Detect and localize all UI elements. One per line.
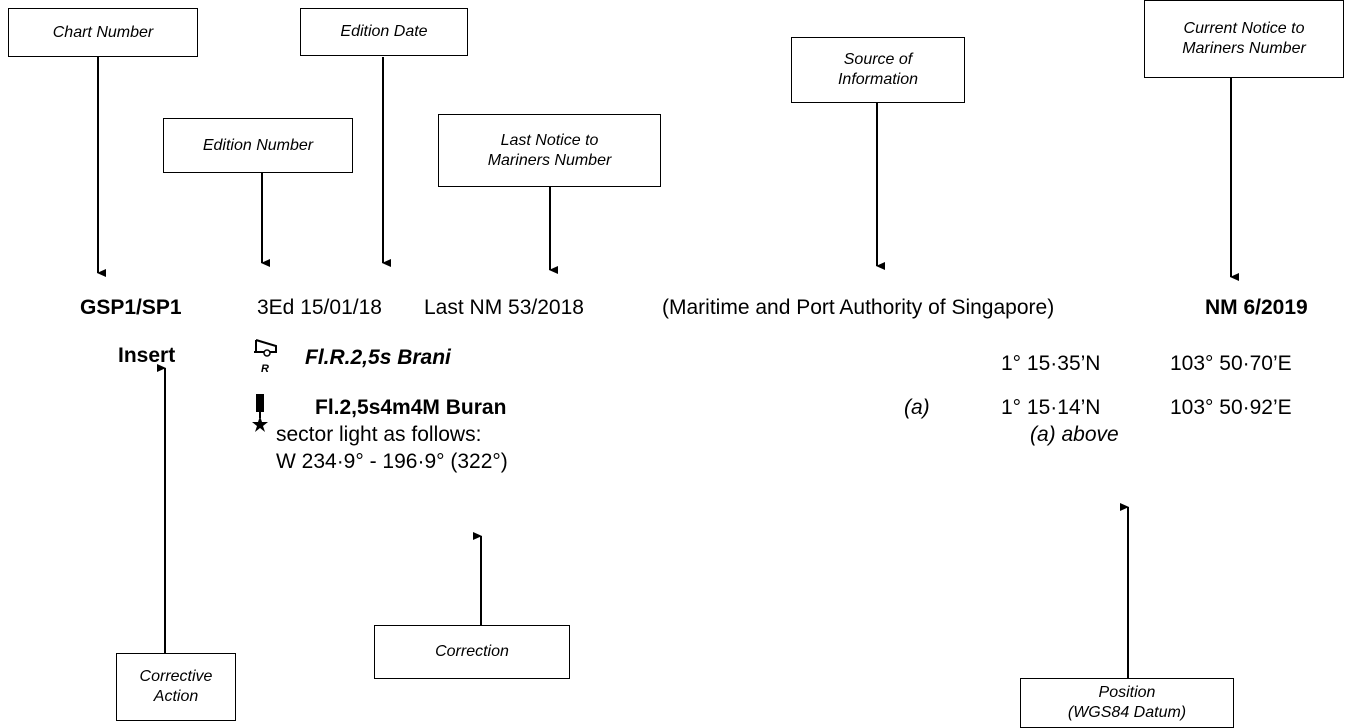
item2-detail-2: W 234·9° - 196·9° (322°) (276, 450, 508, 473)
label-current-nm: Current Notice to Mariners Number (1144, 0, 1344, 78)
item2-lat: 1° 15·14’N (1001, 396, 1101, 419)
light-symbol-letter: R (261, 363, 269, 375)
item2-text: Fl.2,5s4m4M Buran (315, 396, 507, 419)
label-position: Position (WGS84 Datum) (1020, 678, 1234, 728)
item1-text: Fl.R.2,5s Brani (305, 346, 451, 369)
edition-info-value: 3Ed 15/01/18 (257, 296, 382, 319)
corrective-action-value: Insert (118, 344, 176, 367)
item2-lon: 103° 50·92’E (1170, 396, 1292, 419)
light-symbol-icon: R (254, 339, 277, 375)
label-edition-date: Edition Date (300, 8, 468, 56)
label-correction: Correction (374, 625, 570, 679)
label-corrective-action: Corrective Action (116, 653, 236, 721)
source-value: (Maritime and Port Authority of Singapor… (662, 296, 1055, 319)
label-chart-number: Chart Number (8, 8, 198, 57)
chart-number-value: GSP1/SP1 (80, 296, 182, 319)
label-edition-number: Edition Number (163, 118, 353, 173)
last-nm-value: Last NM 53/2018 (424, 296, 584, 319)
item2-detail-1: sector light as follows: (276, 423, 482, 446)
beacon-light-icon (252, 394, 268, 432)
label-source: Source of Information (791, 37, 965, 103)
item1-lat: 1° 15·35’N (1001, 352, 1101, 375)
current-nm-value: NM 6/2019 (1205, 296, 1308, 319)
label-last-nm: Last Notice to Mariners Number (438, 114, 661, 187)
item2-note-marker: (a) (904, 396, 930, 419)
item2-note-ref: (a) above (1030, 423, 1119, 446)
item1-lon: 103° 50·70’E (1170, 352, 1292, 375)
